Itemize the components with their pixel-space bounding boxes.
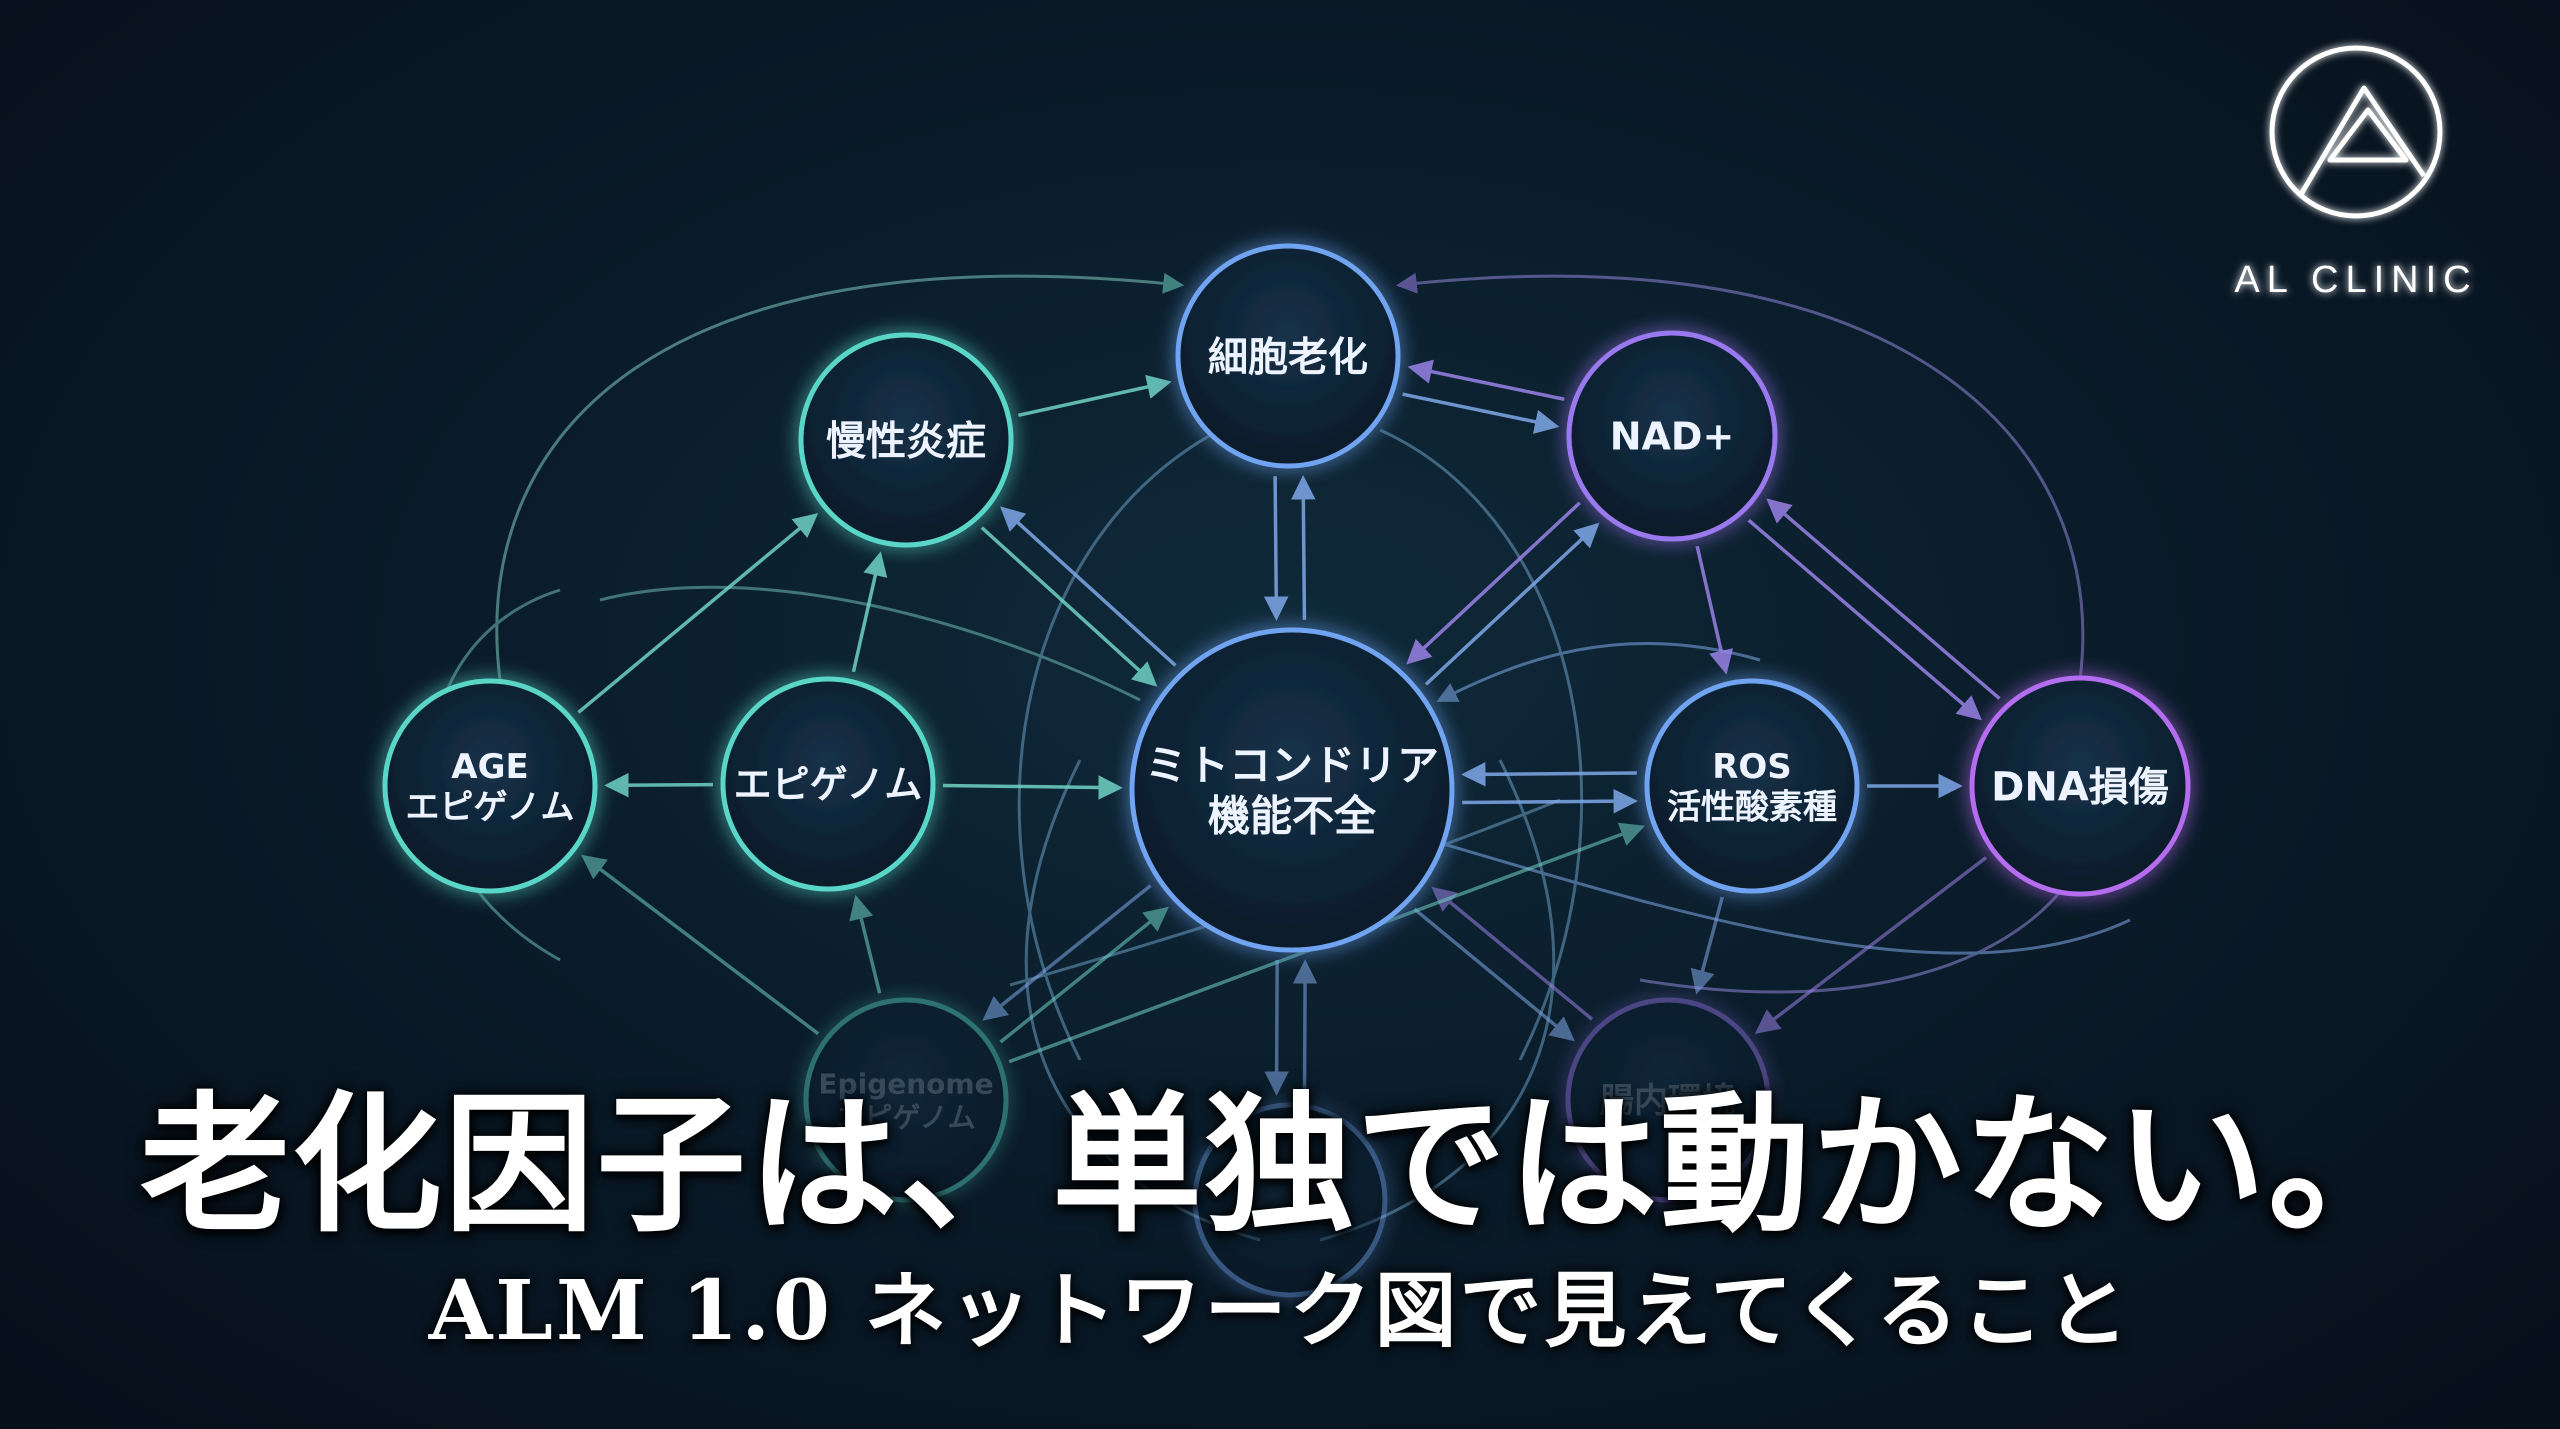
mountain-circle-icon xyxy=(2269,45,2443,219)
subheadline: ALM 1.0 ネットワーク図で見えてくること xyxy=(428,1263,2132,1359)
node-circle xyxy=(1192,1102,1388,1298)
node-label: Epigenome xyxy=(818,1067,993,1100)
edge-epigenome-to-chronic-inflammation xyxy=(851,551,888,673)
edge-dna-damage-to-gut xyxy=(1754,856,1988,1034)
edge-mitochondria-to-ros xyxy=(1462,788,1639,814)
node-circle xyxy=(1566,330,1778,542)
node-label: NAD+ xyxy=(1610,415,1735,459)
edge-mitochondria-to-hidden-bottom xyxy=(1264,959,1289,1096)
logo-text: AL CLINIC xyxy=(2234,259,2477,301)
node-label: 腸内環境 xyxy=(1600,1081,1736,1121)
curve-center-left xyxy=(1024,759,1261,1242)
curve-dna-to-senescence xyxy=(1395,272,2085,681)
node-circle xyxy=(720,676,936,892)
node-circle xyxy=(798,332,1014,548)
edge-cellular-senescence-to-mitochondria xyxy=(1263,476,1289,622)
edge-mitochondria-to-epigenome-lower xyxy=(982,884,1152,1021)
node-label: DNA損傷 xyxy=(1991,764,2169,810)
edge-epigenome-to-age xyxy=(604,772,714,798)
edge-age-to-chronic-inflammation xyxy=(577,512,819,714)
edge-ros-to-gut xyxy=(1690,896,1724,995)
curve-top-loop-right xyxy=(1379,428,1584,1061)
node-circle xyxy=(803,997,1009,1203)
edge-chronic-inflammation-to-mitochondria xyxy=(980,526,1158,687)
node-label: エピゲノム xyxy=(406,788,575,828)
edge-epigenome-lower-to-age xyxy=(581,854,820,1036)
edge-dna-damage-to-nad xyxy=(1766,498,2001,700)
edge-mitochondria-to-chronic-inflammation xyxy=(999,506,1177,667)
curve-top-loop xyxy=(1017,418,1241,1061)
edge-ros-to-mitochondria xyxy=(1460,762,1637,787)
edge-mitochondria-to-gut xyxy=(1413,907,1575,1042)
edge-mitochondria-to-cellular-senescence xyxy=(1291,474,1316,620)
node-circle xyxy=(1565,997,1771,1203)
node-circle xyxy=(382,678,598,894)
node-hidden-bottom xyxy=(1192,1102,1388,1298)
node-label: AGE xyxy=(451,747,528,787)
node-label: ミトコンドリア xyxy=(1145,741,1439,790)
node-label: エピゲノム xyxy=(836,1101,975,1134)
curve-ros-to-mito-upper xyxy=(1436,642,1761,702)
node-circle xyxy=(1644,678,1860,894)
curve-center-right xyxy=(1319,759,1556,1242)
node-label: 細胞老化 xyxy=(1208,334,1368,380)
node-epigenome: エピゲノム xyxy=(720,676,936,892)
curve-age-to-senescence xyxy=(495,272,1185,681)
mountain-circle-icon-peak xyxy=(2297,85,2427,198)
node-cellular-senescence: 細胞老化 xyxy=(1175,243,1401,469)
node-label: 活性酸素種 xyxy=(1667,788,1837,828)
node-dna-damage: DNA損傷 xyxy=(1969,675,2191,897)
edge-nad-to-ros xyxy=(1695,545,1734,675)
edge-epigenome-lower-to-mitochondria xyxy=(999,906,1169,1044)
edge-nad-to-dna-damage xyxy=(1747,518,1983,721)
curve-mito-to-dna-lower xyxy=(1429,838,2131,955)
edge-epigenome-to-mitochondria xyxy=(942,775,1123,800)
node-label: エピゲノム xyxy=(734,763,923,807)
node-label: ROS xyxy=(1712,747,1792,787)
edges xyxy=(577,359,2001,1096)
node-circle xyxy=(1969,675,2191,897)
node-nad: NAD+ xyxy=(1566,330,1778,542)
edge-nad-to-mitochondria xyxy=(1406,501,1581,665)
node-circle xyxy=(1175,243,1401,469)
node-label: 機能不全 xyxy=(1208,791,1377,840)
node-label: 慢性炎症 xyxy=(826,418,986,464)
edge-gut-to-mitochondria xyxy=(1431,886,1594,1021)
edge-nad-to-cellular-senescence xyxy=(1407,359,1565,401)
edge-cellular-senescence-to-nad xyxy=(1402,392,1560,434)
edge-hidden-bottom-to-mitochondria xyxy=(1292,959,1318,1096)
edge-chronic-inflammation-to-cellular-senescence xyxy=(1017,374,1172,418)
edge-mitochondria-to-nad xyxy=(1424,522,1600,686)
node-circle xyxy=(1129,627,1455,953)
logo: AL CLINIC xyxy=(2234,45,2477,301)
node-chronic-inflammation: 慢性炎症 xyxy=(798,332,1014,548)
headline: 老化因子は、単独では動かない。 xyxy=(139,1077,2420,1253)
node-gut: 腸内環境 xyxy=(1565,997,1771,1203)
edge-epigenome-lower-to-epigenome xyxy=(849,894,882,994)
